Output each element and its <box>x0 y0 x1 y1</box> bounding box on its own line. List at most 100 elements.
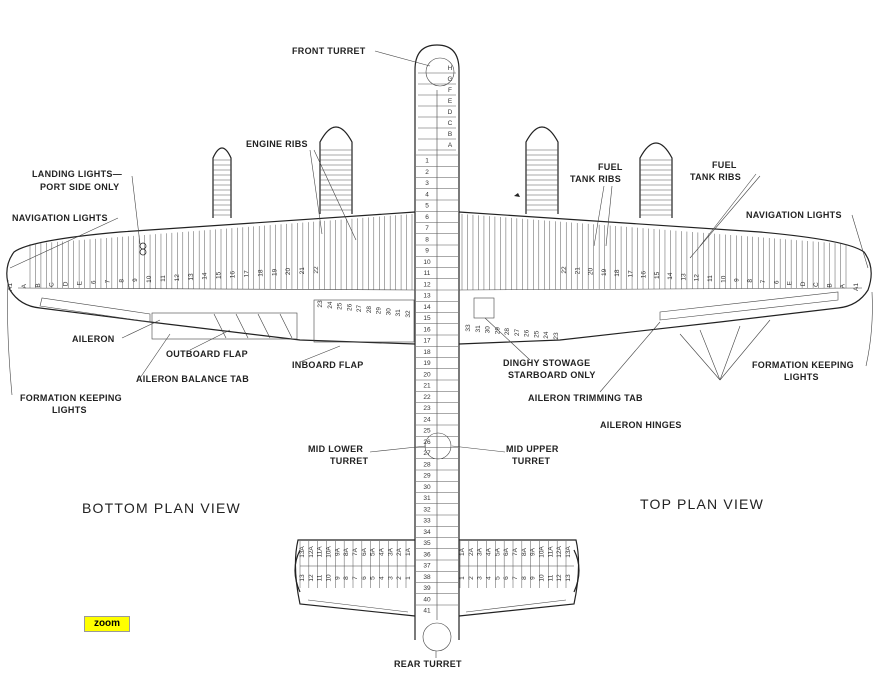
left-wing-rib-label: 15 <box>216 271 223 279</box>
fuselage-station-label: 10 <box>423 259 431 266</box>
zoom-button[interactable]: zoom <box>84 616 130 632</box>
right-wing-rib-label: 18 <box>614 269 621 277</box>
fuselage-station-label: 40 <box>423 596 431 603</box>
tail-left-top-label: 7A <box>352 547 359 556</box>
nose-letter-label: H <box>448 65 453 72</box>
tail-left-top-label: 8A <box>343 547 350 556</box>
tail-left-top-label: 11A <box>317 546 324 558</box>
right-inboard-rib-label: 28 <box>504 328 511 336</box>
leader-nav-right <box>851 214 869 269</box>
tail-right-bottom-label: 8 <box>521 576 528 580</box>
left-wing-rib-label: 12 <box>174 274 181 282</box>
fuselage-station-label: 35 <box>423 540 431 547</box>
tail-left-elevator <box>307 599 409 613</box>
fuselage-station-label: 20 <box>423 371 431 378</box>
label-top-plan-view: TOP PLAN VIEW <box>640 496 764 512</box>
left-inboard-flap <box>313 299 415 343</box>
fuselage-station-label: 7 <box>425 225 429 232</box>
left-wing-rib-label: C <box>49 282 56 287</box>
tail-right-top-label: 8A <box>521 547 528 556</box>
tail-right-bottom-label: 7 <box>512 576 519 580</box>
right-wing-rib-label: 17 <box>627 270 634 278</box>
small-marker <box>514 193 520 197</box>
label-outboard-flap: OUTBOARD FLAP <box>166 349 248 359</box>
right-inboard-rib-label: 30 <box>485 326 492 334</box>
fuselage-station-label: 37 <box>423 563 431 570</box>
right-inboard-rib-label: 23 <box>553 332 560 340</box>
left-wing-rib-label: 21 <box>299 267 306 275</box>
tail-left-bottom-label: 7 <box>352 576 359 580</box>
nacelle-right-inner <box>525 126 559 214</box>
fuselage-station-label: 3 <box>425 180 429 187</box>
tail-right-top-label: 4A <box>486 547 493 556</box>
tail-right-bottom-label: 5 <box>494 576 501 580</box>
tail-left-top-label: 3A <box>387 547 394 556</box>
tail-right-bottom-label: 13 <box>565 574 572 582</box>
right-wing-rib-label: 8 <box>747 279 754 283</box>
fin-right <box>573 549 580 593</box>
tail-left-top-label: 1A <box>405 547 412 556</box>
tail-left-bottom-label: 8 <box>343 576 350 580</box>
nose-letter-label: E <box>448 98 453 105</box>
tail-right-bottom-label: 1 <box>459 576 466 580</box>
fuselage-station-label: 39 <box>423 585 431 592</box>
right-wing-rib-label: B <box>826 283 833 287</box>
label-navigation-lights-right: NAVIGATION LIGHTS <box>746 210 842 220</box>
left-outboard-flap <box>151 312 298 340</box>
label-formation-left-1: FORMATION KEEPING <box>20 393 122 403</box>
left-inboard-rib-label: 31 <box>395 309 402 317</box>
left-inboard-rib-label: 30 <box>385 308 392 316</box>
tail-right-bottom-label: 2 <box>468 576 475 580</box>
tail-left-top-label: 12A <box>308 546 315 558</box>
fuselage-station-label: 13 <box>423 293 431 300</box>
dinghy-stowage-box <box>473 297 495 319</box>
tail-left-top-label: 10A <box>326 546 333 558</box>
right-inboard-rib-label: 24 <box>543 331 550 339</box>
leader-front-turret <box>374 50 431 67</box>
nose-letter-label: D <box>448 109 453 116</box>
fuselage-station-label: 22 <box>423 394 431 401</box>
tail-right-top-label: 1A <box>459 547 466 556</box>
right-inboard-rib-label: 26 <box>524 329 531 337</box>
leader-hinges-2 <box>719 325 741 381</box>
right-wing-rib-label: E <box>787 280 794 285</box>
right-wing-outline <box>458 211 872 345</box>
left-wing-ribs <box>29 214 413 290</box>
nose-letter-label: C <box>448 120 453 127</box>
tail-left-top-label: 6A <box>361 547 368 556</box>
fuselage-station-label: 16 <box>423 326 431 333</box>
fuselage-station-label: 6 <box>425 214 429 221</box>
nose-letter-label: A <box>448 142 453 149</box>
left-wing-rib-label: 8 <box>118 279 125 283</box>
left-inboard-rib-label: 28 <box>366 306 373 314</box>
flap-hatch-line <box>257 313 271 339</box>
tail-left-bottom-label: 11 <box>317 574 324 581</box>
tail-right-bottom-label: 6 <box>503 576 510 580</box>
fuselage-station-label: 19 <box>423 360 431 367</box>
fuselage-station-label: 33 <box>423 518 431 525</box>
fuselage-station-label: 21 <box>423 383 431 390</box>
left-wing-rib-label: 22 <box>313 266 320 274</box>
nose-letter-label: F <box>448 87 452 94</box>
tail-right-elevator <box>465 599 567 613</box>
tail-right-top-label: 12A <box>556 546 563 558</box>
label-landing-lights-1: LANDING LIGHTS— <box>32 169 122 179</box>
label-mid-upper-2: TURRET <box>512 456 550 466</box>
callout-labels: FRONT TURRET ENGINE RIBS LANDING LIGHTS—… <box>12 46 854 669</box>
label-formation-right-1: FORMATION KEEPING <box>752 360 854 370</box>
left-wing-rib-label: B <box>35 283 42 287</box>
fuselage-station-label: 32 <box>423 506 431 513</box>
right-wing-rib-label: 22 <box>561 266 568 274</box>
leader-outboard-flap <box>189 329 231 351</box>
left-wing-rib-label: 7 <box>104 279 111 283</box>
tail-left-bottom-label: 12 <box>308 574 315 582</box>
right-wing-rib-label: 15 <box>654 271 661 279</box>
right-wing-rib-label: 12 <box>694 274 701 282</box>
fuselage-station-label: 41 <box>423 608 431 615</box>
label-fuel-a1: FUEL <box>598 162 623 172</box>
label-aileron-trimming-tab: AILERON TRIMMING TAB <box>528 393 643 403</box>
tail-right-bottom-label: 3 <box>477 576 484 580</box>
tail-left-bottom-label: 3 <box>387 576 394 580</box>
